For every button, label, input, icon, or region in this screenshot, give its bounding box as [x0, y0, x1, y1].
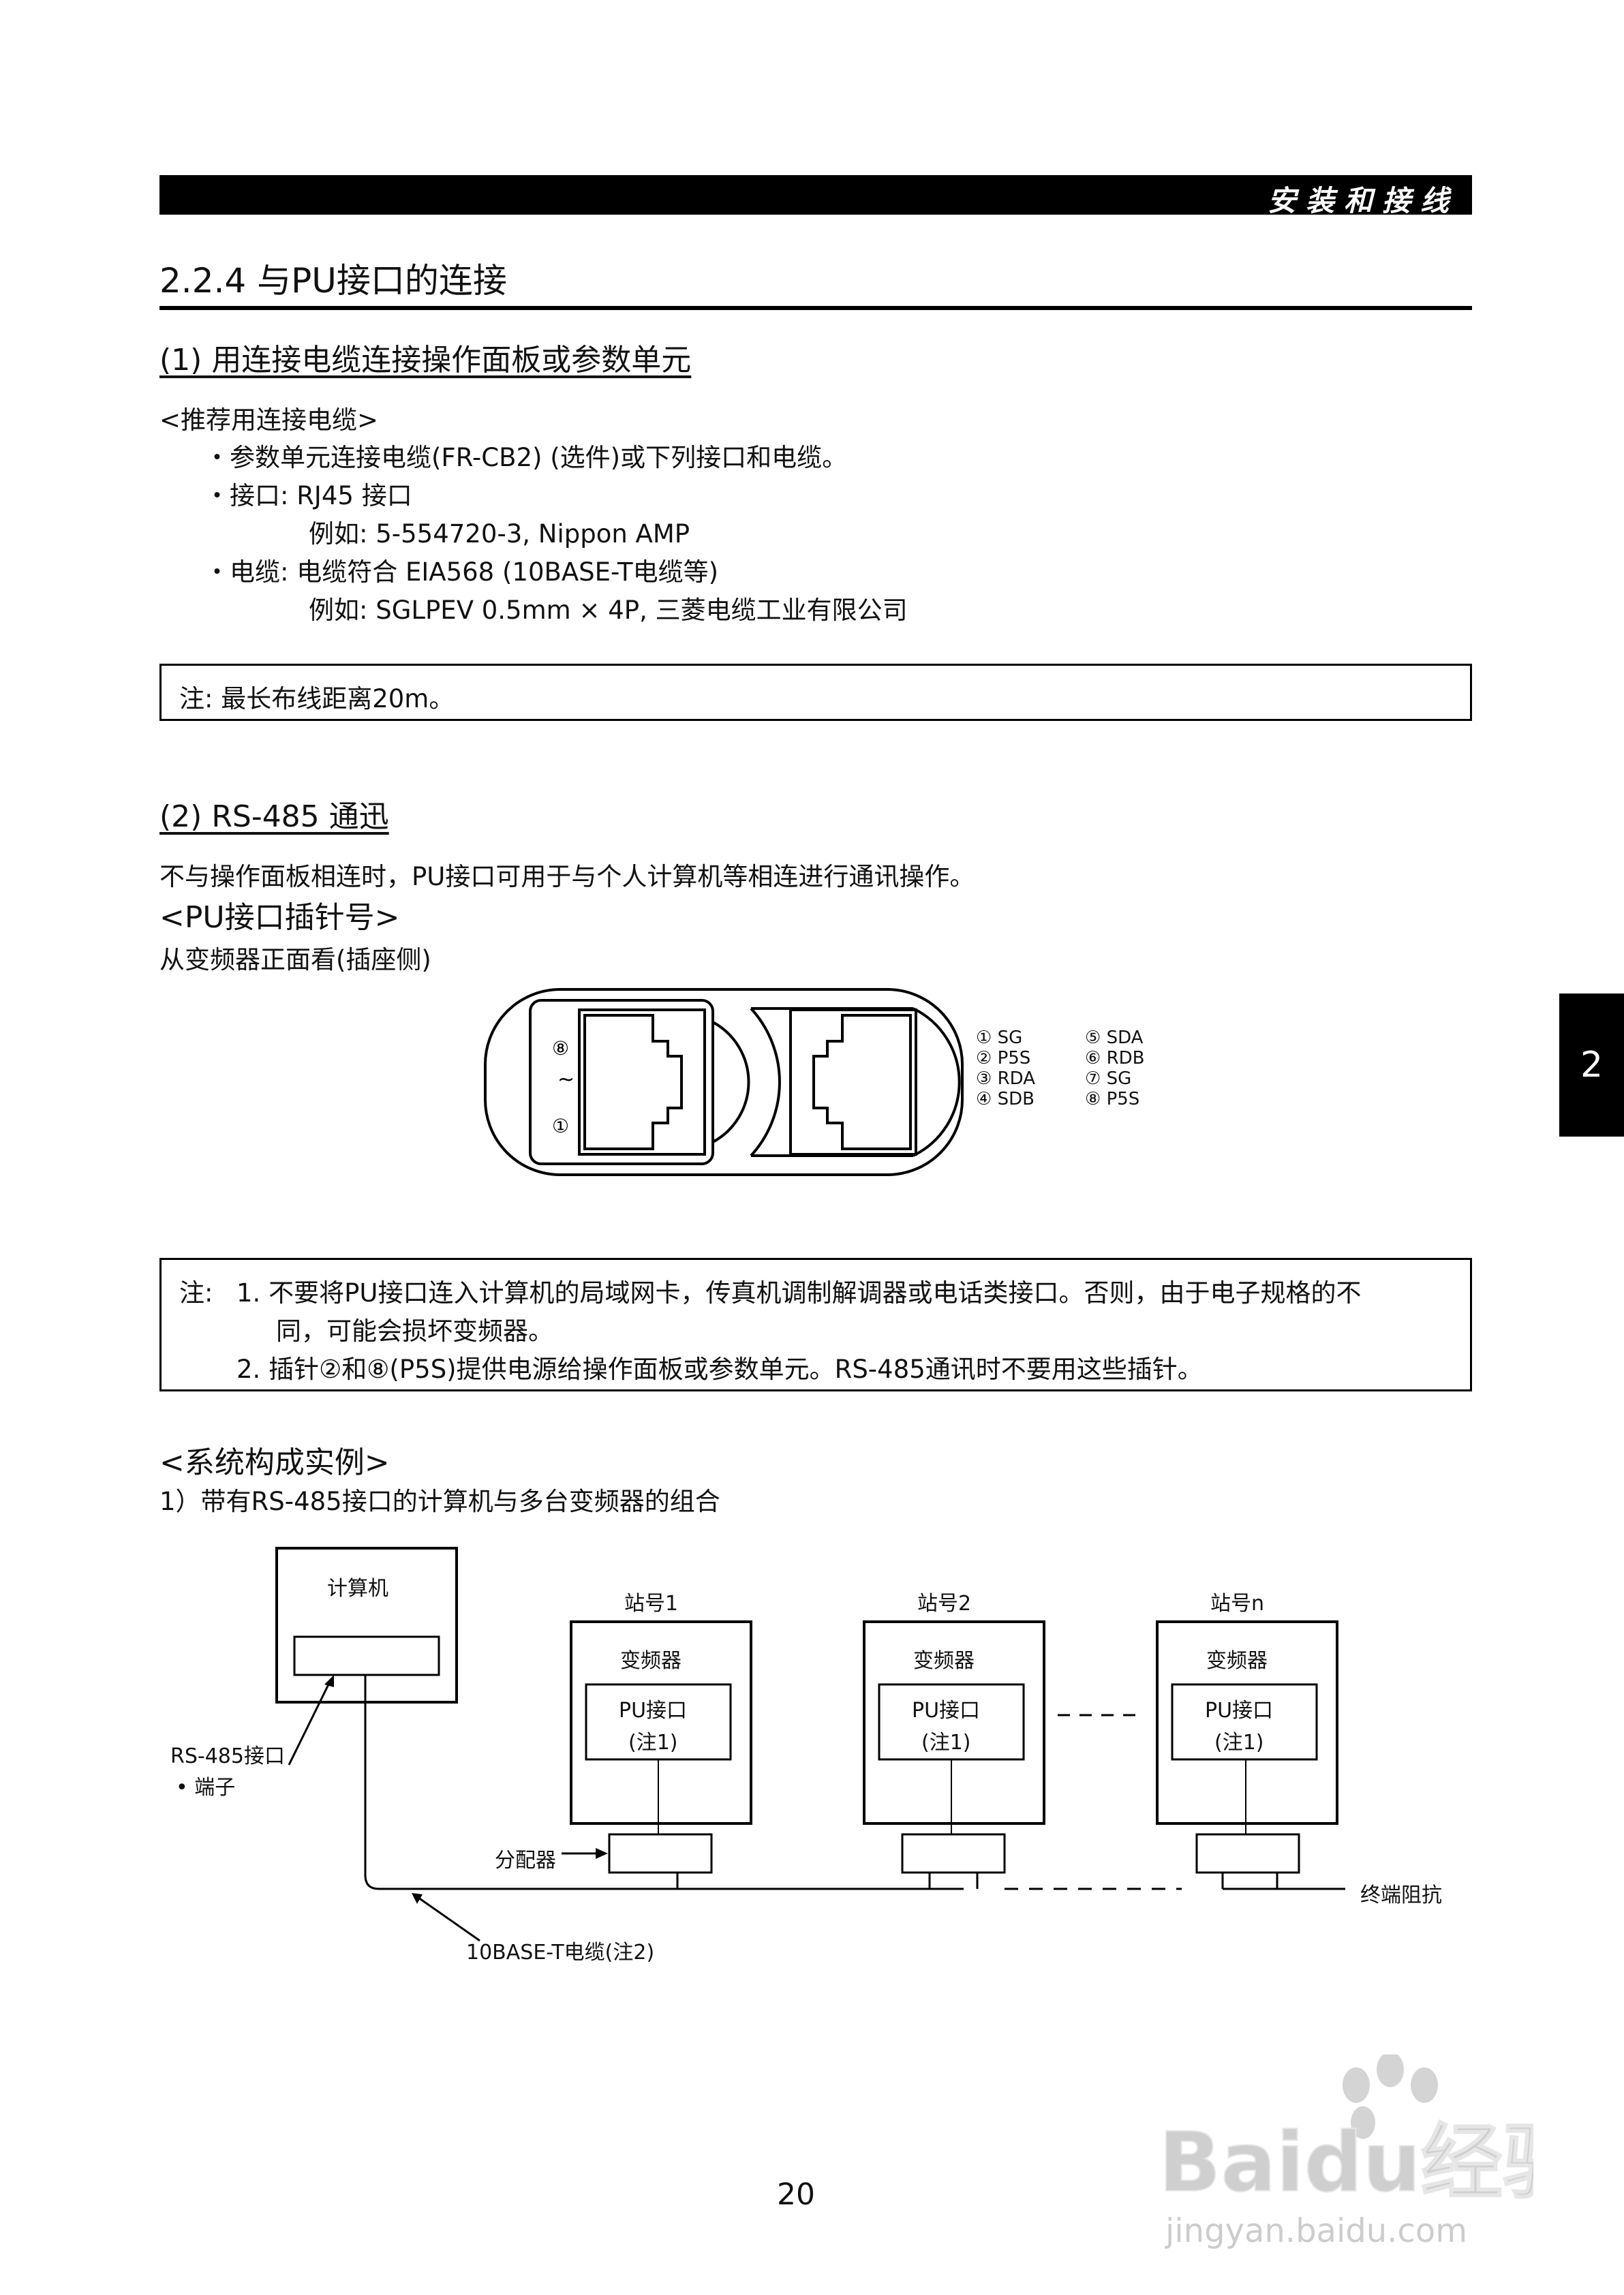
part1-title: (1) 用连接电缆连接操作面板或参数单元 — [159, 343, 692, 378]
cable-example: 例如: SGLPEV 0.5mm × 4P, 三菱电缆工业有限公司 — [309, 596, 908, 625]
station1-inverter-box — [570, 1620, 752, 1825]
station1-note: (注1) — [628, 1731, 678, 1755]
computer-rs485-port — [293, 1635, 440, 1676]
pin-5: ⑤ SDA — [1085, 1028, 1144, 1048]
station1-inverter-label: 变频器 — [620, 1649, 681, 1673]
right-jack-port — [812, 1014, 912, 1150]
connector-example: 例如: 5-554720-3, Nippon AMP — [309, 519, 690, 549]
pin1-marker: ① — [552, 1115, 569, 1137]
pin-list-right: ⑤ SDA ⑥ RDB ⑦ SG ⑧ P5S — [1085, 1028, 1145, 1109]
stationn-pu-port — [1171, 1683, 1318, 1761]
stationn-note: (注1) — [1214, 1731, 1264, 1755]
note-box-wiring-distance: 注: 最长布线距离20m。 — [159, 664, 1472, 721]
splitter-n — [1195, 1833, 1300, 1874]
station1-pu-label: PU接口 — [619, 1699, 688, 1723]
cable-label: 10BASE-T电缆(注2) — [466, 1941, 655, 1965]
system-example-1: 1）带有RS-485接口的计算机与多台变频器的组合 — [159, 1487, 720, 1516]
chapter-title: 安装和接线 — [1267, 184, 1458, 217]
note2: 2. 插针②和⑧(P5S)提供电源给操作面板或参数单元。RS-485通讯时不要用… — [236, 1355, 1203, 1384]
part2-title: (2) RS-485 通迅 — [159, 799, 389, 834]
paw-toe-1 — [1343, 2067, 1370, 2103]
watermark-logo: Baidu经验 jingyan.baidu.com — [1158, 2052, 1585, 2250]
rs485-arrow-shaft — [288, 1681, 331, 1766]
pin-list-left: ① SG ② P5S ③ RDA ④ SDB — [976, 1028, 1035, 1109]
station2-pu-label: PU接口 — [912, 1699, 981, 1723]
section-divider — [159, 306, 1472, 310]
stationn-pu-label: PU接口 — [1205, 1699, 1274, 1723]
bus-cable — [364, 1675, 964, 1890]
pin-7: ⑦ SG — [1085, 1068, 1132, 1089]
note1-line2: 同，可能会损坏变频器。 — [276, 1316, 553, 1346]
rs485-intro: 不与操作面板相连时，PU接口可用于与个人计算机等相连进行通讯操作。 — [159, 862, 975, 891]
chapter-number: 2 — [1580, 1045, 1604, 1085]
note-max-distance: 注: 最长布线距离20m。 — [179, 684, 455, 713]
section-title: 2.2.4 与PU接口的连接 — [159, 261, 507, 301]
pu-connector-diagram: ⑧ ~ ① — [484, 988, 964, 1176]
watermark-brand-text: Baidu经验 — [1159, 2116, 1533, 2211]
stationn-inverter-box — [1156, 1620, 1338, 1825]
splitter-arrow-head — [596, 1848, 608, 1859]
system-configuration-diagram — [275, 1547, 1345, 1942]
page-number: 20 — [777, 2177, 815, 2212]
station1-number: 站号1 — [624, 1592, 679, 1616]
station2-inverter-label: 变频器 — [913, 1649, 975, 1673]
rs485-port-label: RS-485接口 — [170, 1744, 285, 1768]
pin-range-marker: ~ — [557, 1068, 574, 1092]
plug-crescent-right — [913, 1007, 961, 1157]
pin-4: ④ SDB — [976, 1089, 1035, 1109]
splitter-label: 分配器 — [495, 1849, 556, 1873]
computer-box — [275, 1547, 458, 1704]
paw-toe-2 — [1377, 2052, 1404, 2087]
plug-crescent-left — [750, 1007, 781, 1157]
pin-6: ⑥ RDB — [1085, 1048, 1145, 1068]
paw-toe-4 — [1351, 2106, 1375, 2139]
cable-arrow-shaft — [418, 1896, 480, 1942]
pin8-marker: ⑧ — [552, 1037, 569, 1060]
bullet-cable-option: ・参数单元连接电缆(FR-CB2) (选件)或下列接口和电缆。 — [204, 443, 848, 472]
view-direction-note: 从变频器正面看(插座侧) — [159, 945, 431, 974]
left-jack-port — [583, 1014, 683, 1150]
chapter-header-bar: 安装和接线 — [159, 175, 1472, 217]
terminal-label: • 端子 — [176, 1776, 236, 1800]
paw-toe-3 — [1411, 2067, 1438, 2103]
note1-line1: 1. 不要将PU接口连入计算机的局域网卡，传真机调制解调器或电话类接口。否则，由… — [236, 1278, 1362, 1308]
baidu-jingyan-watermark: Baidu经验 jingyan.baidu.com — [1152, 2052, 1585, 2255]
station2-inverter-box — [863, 1620, 1045, 1825]
rs485-arrow-head — [324, 1675, 334, 1687]
note-box-rs485: 注: 1. 不要将PU接口连入计算机的局域网卡，传真机调制解调器或电话类接口。否… — [159, 1258, 1472, 1391]
terminator-label: 终端阻抗 — [1360, 1883, 1442, 1907]
note-prefix: 注: — [179, 1278, 213, 1308]
locking-tab-arc — [712, 1021, 750, 1143]
computer-label: 计算机 — [327, 1577, 388, 1601]
splitter-2 — [901, 1833, 1006, 1874]
pin-8: ⑧ P5S — [1085, 1089, 1140, 1109]
system-heading: <系统构成实例> — [159, 1445, 390, 1480]
cable-arrow-head — [412, 1893, 423, 1904]
pin-3: ③ RDA — [976, 1068, 1035, 1089]
pin-2: ② P5S — [976, 1048, 1031, 1068]
watermark-url-text: jingyan.baidu.com — [1165, 2212, 1467, 2250]
station2-number: 站号2 — [917, 1592, 972, 1616]
recommended-cable-heading: <推荐用连接电缆> — [159, 405, 379, 435]
pin-number-heading: <PU接口插针号> — [159, 900, 400, 935]
chapter-side-tab: 2 — [1559, 994, 1624, 1137]
station2-note: (注1) — [921, 1731, 971, 1755]
stationn-number: 站号n — [1210, 1592, 1265, 1616]
pin-1: ① SG — [976, 1028, 1023, 1048]
stationn-inverter-label: 变频器 — [1206, 1649, 1268, 1673]
bullet-cable: ・电缆: 电缆符合 EIA568 (10BASE-T电缆等) — [204, 557, 719, 587]
splitter-1 — [608, 1833, 713, 1874]
bullet-connector: ・接口: RJ45 接口 — [204, 481, 412, 510]
